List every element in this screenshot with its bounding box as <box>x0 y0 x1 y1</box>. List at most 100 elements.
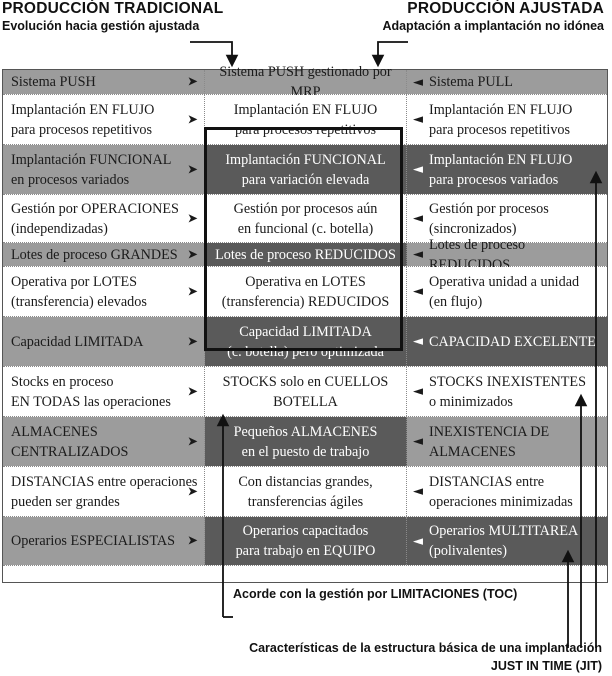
cell-line: (independizadas) <box>11 220 108 237</box>
left-column-title: PRODUCCIÓN TRADICIONAL <box>2 0 224 17</box>
cell-line: pueden ser grandes <box>11 493 120 510</box>
arrowhead-left-icon: ◄ <box>413 112 423 127</box>
cell-line: ALMACENES CENTRALIZADOS <box>11 423 129 460</box>
cell-line: (transferencia) REDUCIDOS <box>221 293 390 310</box>
cell-line: Stocks en proceso <box>11 373 114 390</box>
cell-text: Sistema PUSH <box>11 72 96 92</box>
right-column-subtitle: Adaptación a implantación no idónea <box>382 19 604 33</box>
comparison-table: Sistema PUSH➤Sistema PUSH gestionado por… <box>2 64 608 583</box>
cell-left: Stocks en proceso EN TODAS las operacione… <box>3 367 205 416</box>
cell-line: (sincronizados) <box>429 220 517 237</box>
cell-text: Con distancias grandes, transferencias ág… <box>238 472 372 512</box>
cell-line: Lotes de proceso REDUCIDOS <box>215 246 396 263</box>
cell-center: Lotes de proceso REDUCIDOS <box>205 243 407 266</box>
arrowhead-right-icon: ➤ <box>187 484 198 499</box>
cell-line: (en flujo) <box>429 293 483 310</box>
cell-line: Con distancias grandes, <box>238 473 373 490</box>
cell-text: Lotes de proceso GRANDES <box>11 245 178 265</box>
cell-line: Capacidad LIMITADA <box>11 333 144 350</box>
arrowhead-right-icon: ➤ <box>187 284 198 299</box>
cell-line: Gestión por OPERACIONES <box>11 200 179 217</box>
cell-line: EN TODAS las operaciones <box>11 393 171 410</box>
cell-right: ◄INEXISTENCIA DE ALMACENES <box>407 417 607 466</box>
table-row: ALMACENES CENTRALIZADOS ➤ Pequeños ALMACEN… <box>3 417 607 467</box>
cell-line: o minimizados <box>429 393 513 410</box>
arrowhead-left-icon: ◄ <box>413 162 423 177</box>
arrowhead-right-icon: ➤ <box>187 112 198 127</box>
cell-line: Pequeños ALMACENES <box>233 423 378 440</box>
cell-right: ◄ Sistema PULL <box>407 70 607 94</box>
cell-text: Sistema PULL <box>429 72 513 92</box>
cell-left: Sistema PUSH➤ <box>3 70 205 94</box>
cell-left: ALMACENES CENTRALIZADOS ➤ <box>3 417 205 466</box>
jit-caption-line1: Características de la estructura básica … <box>249 641 602 655</box>
arrowhead-left-icon: ◄ <box>413 284 423 299</box>
cell-text: CAPACIDAD EXCELENTE <box>429 332 596 352</box>
cell-center: Operarios capacitados para trabajo en EQU… <box>205 517 407 565</box>
table-row: Lotes de proceso GRANDES➤Lotes de proces… <box>3 237 607 273</box>
arrowhead-left-icon: ◄ <box>413 74 423 90</box>
cell-text: Operarios MULTITAREA (polivalentes) <box>429 521 578 561</box>
cell-text: Stocks en proceso EN TODAS las operacione… <box>11 372 171 412</box>
cell-text: ALMACENES CENTRALIZADOS <box>11 422 204 462</box>
cell-right: ◄ CAPACIDAD EXCELENTE <box>407 317 607 366</box>
cell-line: STOCKS INEXISTENTES <box>429 373 586 390</box>
cell-center: Con distancias grandes, transferencias ág… <box>205 467 407 516</box>
arrowhead-left-icon: ◄ <box>413 434 423 449</box>
arrowhead-left-icon: ◄ <box>413 484 423 499</box>
cell-text: Capacidad LIMITADA(c. botella) pero opti… <box>227 322 384 362</box>
cell-line: Operarios MULTITAREA <box>429 523 579 539</box>
arrowhead-right-icon: ➤ <box>187 533 198 549</box>
cell-line: transferencias ágiles <box>247 493 364 510</box>
cell-left: Operarios ESPECIALISTAS➤ <box>3 517 205 565</box>
table-row: Sistema PUSH➤Sistema PUSH gestionado por… <box>3 64 607 100</box>
arrowhead-right-icon: ➤ <box>187 162 198 177</box>
cell-text: Pequeños ALMACENES en el puesto de trabaj… <box>234 422 378 462</box>
cell-line: (polivalentes) <box>429 543 508 559</box>
arrowhead-right-icon: ➤ <box>187 334 198 349</box>
arrowhead-left-icon: ◄ <box>413 211 423 226</box>
cell-center: Operativa en LOTES(transferencia) REDUCI… <box>205 267 407 316</box>
cell-line: en el puesto de trabajo <box>241 443 370 460</box>
cell-text: Operativa en LOTES(transferencia) REDUCI… <box>222 272 389 312</box>
cell-text: Operarios capacitados para trabajo en EQU… <box>236 521 376 561</box>
arrowhead-right-icon: ➤ <box>187 434 198 449</box>
cell-text: Capacidad LIMITADA <box>11 332 143 352</box>
cell-line: DISTANCIAS entre <box>429 473 545 490</box>
cell-left: Capacidad LIMITADA ➤ <box>3 317 205 366</box>
cell-right: ◄Operarios MULTITAREA(polivalentes) <box>407 517 607 565</box>
cell-line: para trabajo en EQUIPO <box>235 543 376 559</box>
cell-text: Gestión por OPERACIONES (independizadas) <box>11 199 179 239</box>
cell-line: STOCKS solo en CUELLOS <box>222 373 389 390</box>
cell-right: ◄Gestión por procesos(sincronizados) <box>407 195 607 242</box>
cell-right: ◄ Operativa unidad a unidad (en flujo) <box>407 267 607 316</box>
cell-text: Operativa unidad a unidad (en flujo) <box>429 272 579 312</box>
right-header-down-arrow <box>371 41 408 68</box>
cell-line: para procesos repetitivos <box>429 121 571 138</box>
table-row: Implantación EN FLUJO para procesos repet… <box>3 95 607 145</box>
arrowhead-right-icon: ➤ <box>187 211 198 226</box>
cell-line: Implantación EN FLUJO <box>233 101 378 118</box>
arrowhead-left-icon: ◄ <box>413 334 423 349</box>
cell-line: Operarios capacitados <box>242 523 369 539</box>
cell-line: Implantación EN FLUJO <box>11 101 155 118</box>
cell-line: Operativa unidad a unidad <box>429 273 580 290</box>
cell-line: en funcional (c. botella) <box>237 220 374 237</box>
